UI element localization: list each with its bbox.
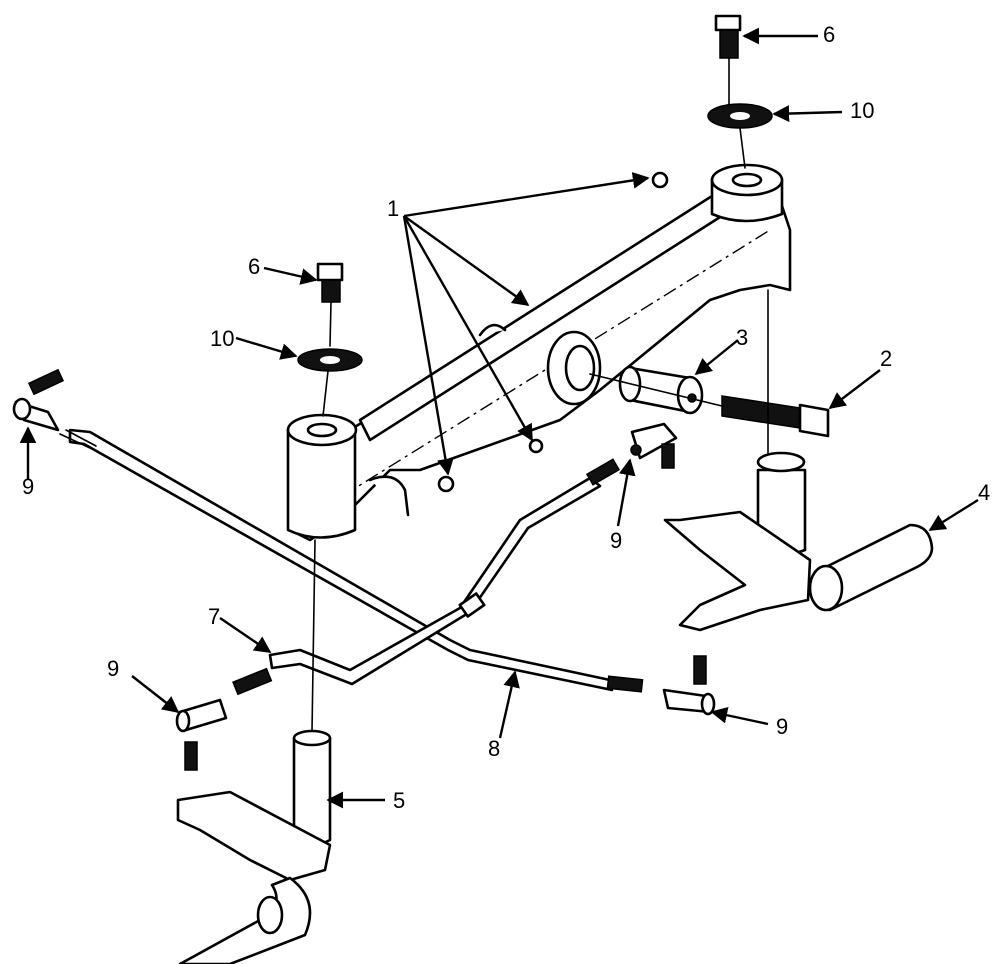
washer-10-top	[707, 103, 773, 169]
callout-6-top: 6	[823, 22, 836, 47]
washer-10-left	[297, 348, 363, 417]
callout-9-lower-right: 9	[776, 714, 789, 739]
callout-9-top-left: 9	[22, 474, 35, 499]
ball-joint-9-lower-left	[175, 698, 228, 771]
callout-4: 4	[978, 480, 991, 505]
spindle-4-right	[663, 289, 934, 632]
pivot-bolt-2	[589, 373, 830, 438]
axle-beam-1	[286, 163, 792, 542]
callout-10-top: 10	[850, 98, 875, 123]
callout-8: 8	[488, 736, 501, 761]
ball-joint-9-top-left	[12, 368, 65, 432]
leader-lines	[19, 27, 979, 809]
callout-9-center: 9	[610, 528, 623, 553]
bolt-6-left	[316, 262, 344, 347]
callout-10-left: 10	[210, 326, 235, 351]
callout-6-left: 6	[248, 254, 261, 279]
bolt-6-top	[714, 14, 742, 106]
pivot-bushing-3	[618, 365, 704, 415]
callout-1: 1	[387, 196, 400, 221]
drag-link-7	[232, 458, 621, 696]
callout-9-lower-left: 9	[107, 656, 120, 681]
tie-rod-8	[59, 428, 644, 693]
ball-joint-9-lower-right	[662, 655, 716, 716]
callout-3: 3	[736, 325, 749, 350]
callout-2: 2	[880, 346, 893, 371]
callout-7: 7	[208, 604, 221, 629]
ball-joint-9-center	[630, 422, 678, 469]
spindle-5-left	[176, 539, 332, 964]
callout-5: 5	[393, 788, 406, 813]
